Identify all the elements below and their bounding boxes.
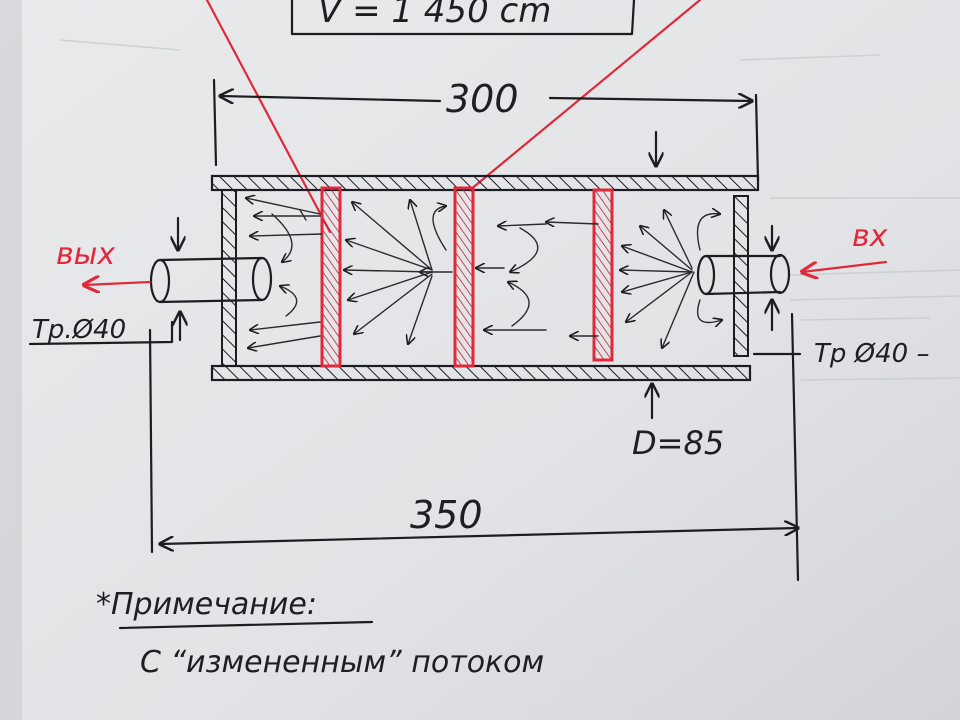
outlet-label: вых: [56, 237, 115, 272]
dimension-300: 300: [212, 77, 760, 182]
inlet-pipe: [696, 224, 791, 332]
paper-edge-shadow: [0, 0, 22, 720]
baffle-3: [592, 188, 614, 362]
inlet-arrow: [802, 260, 888, 272]
note-title-underline: [118, 620, 374, 630]
baffle-2: [453, 186, 475, 368]
outlet-indicator: вых: [56, 237, 152, 285]
diameter-label: D=85: [632, 424, 724, 462]
note-text: С “измененным” потоком: [140, 645, 544, 680]
outlet-pipe: [149, 216, 273, 342]
top-formula-text: V = 1 450 cm: [318, 0, 551, 31]
dimension-350-label: 350: [410, 493, 483, 537]
bottom-wall: [210, 364, 752, 382]
red-leader-line-left: [205, 0, 332, 234]
red-leader-line-right: [468, 0, 702, 192]
baffle-1: [320, 186, 342, 368]
outlet-arrow: [84, 282, 152, 285]
right-end-cap: [733, 195, 749, 357]
inlet-label: вх: [852, 219, 888, 254]
left-end-cap: [221, 189, 237, 367]
note: *Примечание: С “измененным” потоком: [96, 587, 544, 680]
pipe-left-label: Тр.Ø40: [32, 315, 126, 345]
pipe-right-label: Тр Ø40 –: [814, 339, 929, 369]
inlet-indicator: вх: [802, 219, 888, 272]
dimension-300-label: 300: [446, 77, 519, 121]
muffler-body: [210, 174, 760, 382]
top-formula-box: V = 1 450 cm: [290, 0, 636, 36]
diameter-callout: D=85: [632, 384, 724, 462]
dimension-350: 350: [148, 328, 798, 554]
pipe-label-left: Тр.Ø40: [28, 315, 174, 346]
top-wall: [210, 174, 760, 192]
baffles: [320, 186, 614, 368]
flow-arrows: [246, 198, 722, 348]
note-title: *Примечание:: [96, 587, 317, 622]
